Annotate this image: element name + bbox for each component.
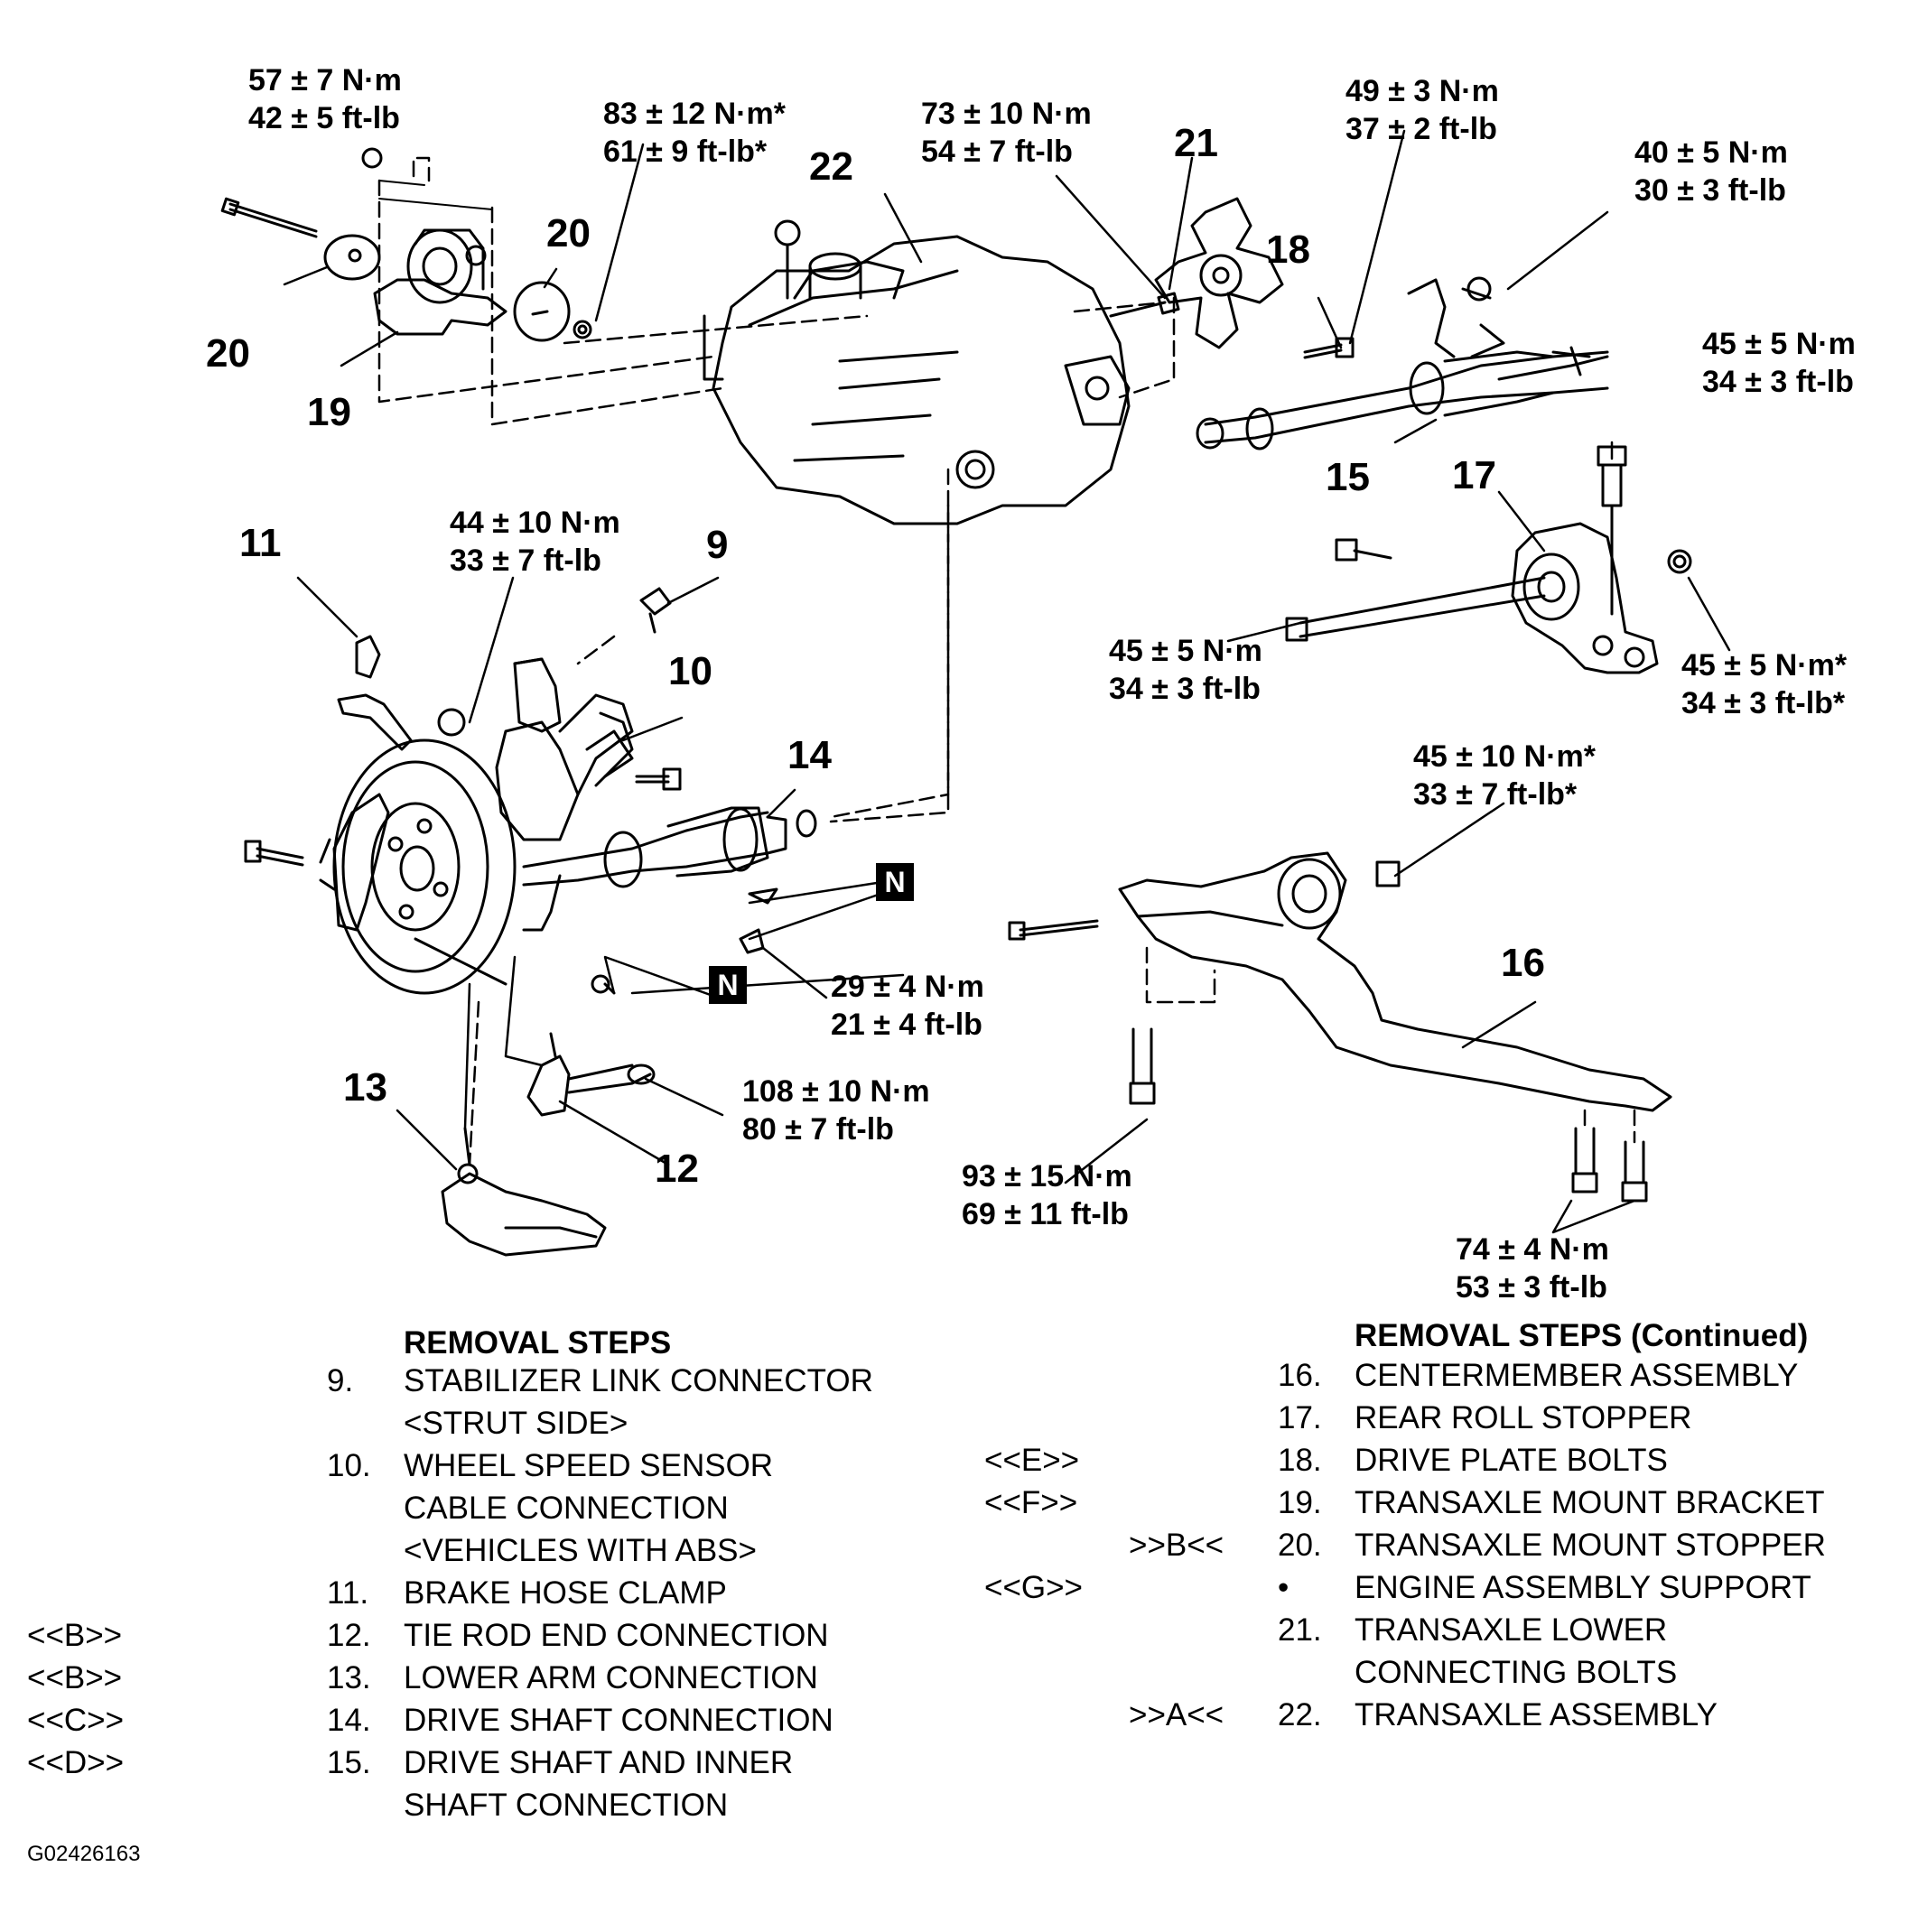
step-text: ENGINE ASSEMBLY SUPPORT <box>1355 1570 1811 1605</box>
step-text: TRANSAXLE MOUNT STOPPER <box>1355 1528 1826 1563</box>
step-text: LOWER ARM CONNECTION <box>404 1660 818 1695</box>
torque-label-centermember-nut: 45 ± 10 N·m*33 ± 7 ft-lb* <box>1413 739 1596 812</box>
step-text: DRIVE SHAFT AND INNER <box>404 1745 794 1780</box>
callout-21: 21 <box>1174 121 1218 165</box>
step-text: CENTERMEMBER ASSEMBLY <box>1355 1358 1799 1393</box>
step-text: WHEEL SPEED SENSOR <box>404 1448 774 1483</box>
brake-hose-clamp <box>337 635 413 751</box>
step-number: 15. <box>327 1745 371 1780</box>
callout-18: 18 <box>1266 228 1310 272</box>
step-number: 21. <box>1278 1612 1322 1648</box>
callout-16: 16 <box>1501 941 1545 985</box>
step-text: STABILIZER LINK CONNECTOR <box>404 1363 873 1398</box>
tie-rod-end <box>526 974 656 1117</box>
step-text: REAR ROLL STOPPER <box>1355 1400 1692 1435</box>
torque-label-roll-stopper-nut: 45 ± 5 N·m*34 ± 3 ft-lb* <box>1681 648 1848 720</box>
torque-label-mount-nut: 83 ± 12 N·m*61 ± 9 ft-lb* <box>603 97 786 169</box>
figure-id: G02426163 <box>27 1842 141 1866</box>
removal-steps-title: REMOVAL STEPS <box>404 1325 672 1361</box>
lower-arm <box>441 1127 607 1257</box>
step-text: TRANSAXLE MOUNT BRACKET <box>1355 1485 1825 1520</box>
callout-14: 14 <box>787 733 832 777</box>
transaxle-mount-bracket <box>220 147 592 342</box>
callout-17: 17 <box>1452 453 1496 497</box>
stabilizer-link <box>437 587 672 737</box>
step-number: 10. <box>327 1448 371 1483</box>
step-text: DRIVE PLATE BOLTS <box>1355 1443 1668 1478</box>
callout-11: 11 <box>239 521 282 565</box>
step-number: 17. <box>1278 1400 1322 1435</box>
step-text: <STRUT SIDE> <box>404 1406 628 1441</box>
step-number: 16. <box>1278 1358 1322 1393</box>
n-marker-drive-shaft: N <box>876 863 914 901</box>
callout-22: 22 <box>809 144 853 189</box>
callout-19: 19 <box>307 390 351 434</box>
step-bullet: • <box>1278 1570 1290 1605</box>
transaxle-assembly <box>703 219 1131 525</box>
service-code: <<B>> <box>27 1618 123 1653</box>
knuckle-hub-assembly <box>244 657 634 995</box>
step-number: 12. <box>327 1618 371 1653</box>
n-marker-lower-arm: N <box>709 966 747 1004</box>
removal-code: <<E>> <box>984 1443 1080 1478</box>
removal-code: <<F>> <box>984 1485 1078 1520</box>
rear-roll-stopper <box>1285 445 1692 674</box>
step-number: 20. <box>1278 1528 1322 1563</box>
step-text: BRAKE HOSE CLAMP <box>404 1575 727 1611</box>
callout-15: 15 <box>1326 455 1370 499</box>
step-text: TIE ROD END CONNECTION <box>404 1618 829 1653</box>
step-text: DRIVE SHAFT CONNECTION <box>404 1703 833 1738</box>
service-code: <<D>> <box>27 1745 125 1780</box>
service-code: <<B>> <box>27 1660 123 1695</box>
drive-plate <box>1109 197 1355 359</box>
wheel-speed-sensor <box>594 711 682 791</box>
callout-9: 9 <box>706 523 729 567</box>
step-text: TRANSAXLE ASSEMBLY <box>1355 1697 1718 1732</box>
step-text: SHAFT CONNECTION <box>404 1788 729 1823</box>
step-text: CABLE CONNECTION <box>404 1491 729 1526</box>
installation-code: >>A<< <box>1129 1697 1224 1732</box>
step-text: <VEHICLES WITH ABS> <box>404 1533 757 1568</box>
callout-20-stopper-right: 20 <box>546 211 591 255</box>
callout-10: 10 <box>668 649 712 693</box>
inner-shaft <box>1196 276 1609 450</box>
step-number: 22. <box>1278 1697 1322 1732</box>
drive-shaft <box>522 806 817 954</box>
step-number: 13. <box>327 1660 371 1695</box>
leader-lines <box>283 129 1731 1234</box>
step-number: 11. <box>327 1575 369 1611</box>
callout-13: 13 <box>343 1065 387 1110</box>
installation-code: >>B<< <box>1129 1528 1224 1563</box>
removal-steps-continued-title: REMOVAL STEPS (Continued) <box>1355 1318 1809 1353</box>
callout-12: 12 <box>655 1147 699 1191</box>
step-number: 9. <box>327 1363 354 1398</box>
removal-code: <<G>> <box>984 1570 1083 1605</box>
callout-20-stopper-left: 20 <box>206 331 250 376</box>
service-code: <<C>> <box>27 1703 125 1738</box>
step-text: TRANSAXLE LOWER <box>1355 1612 1668 1648</box>
step-text: CONNECTING BOLTS <box>1355 1655 1678 1690</box>
step-number: 14. <box>327 1703 371 1738</box>
step-number: 19. <box>1278 1485 1322 1520</box>
step-number: 18. <box>1278 1443 1322 1478</box>
